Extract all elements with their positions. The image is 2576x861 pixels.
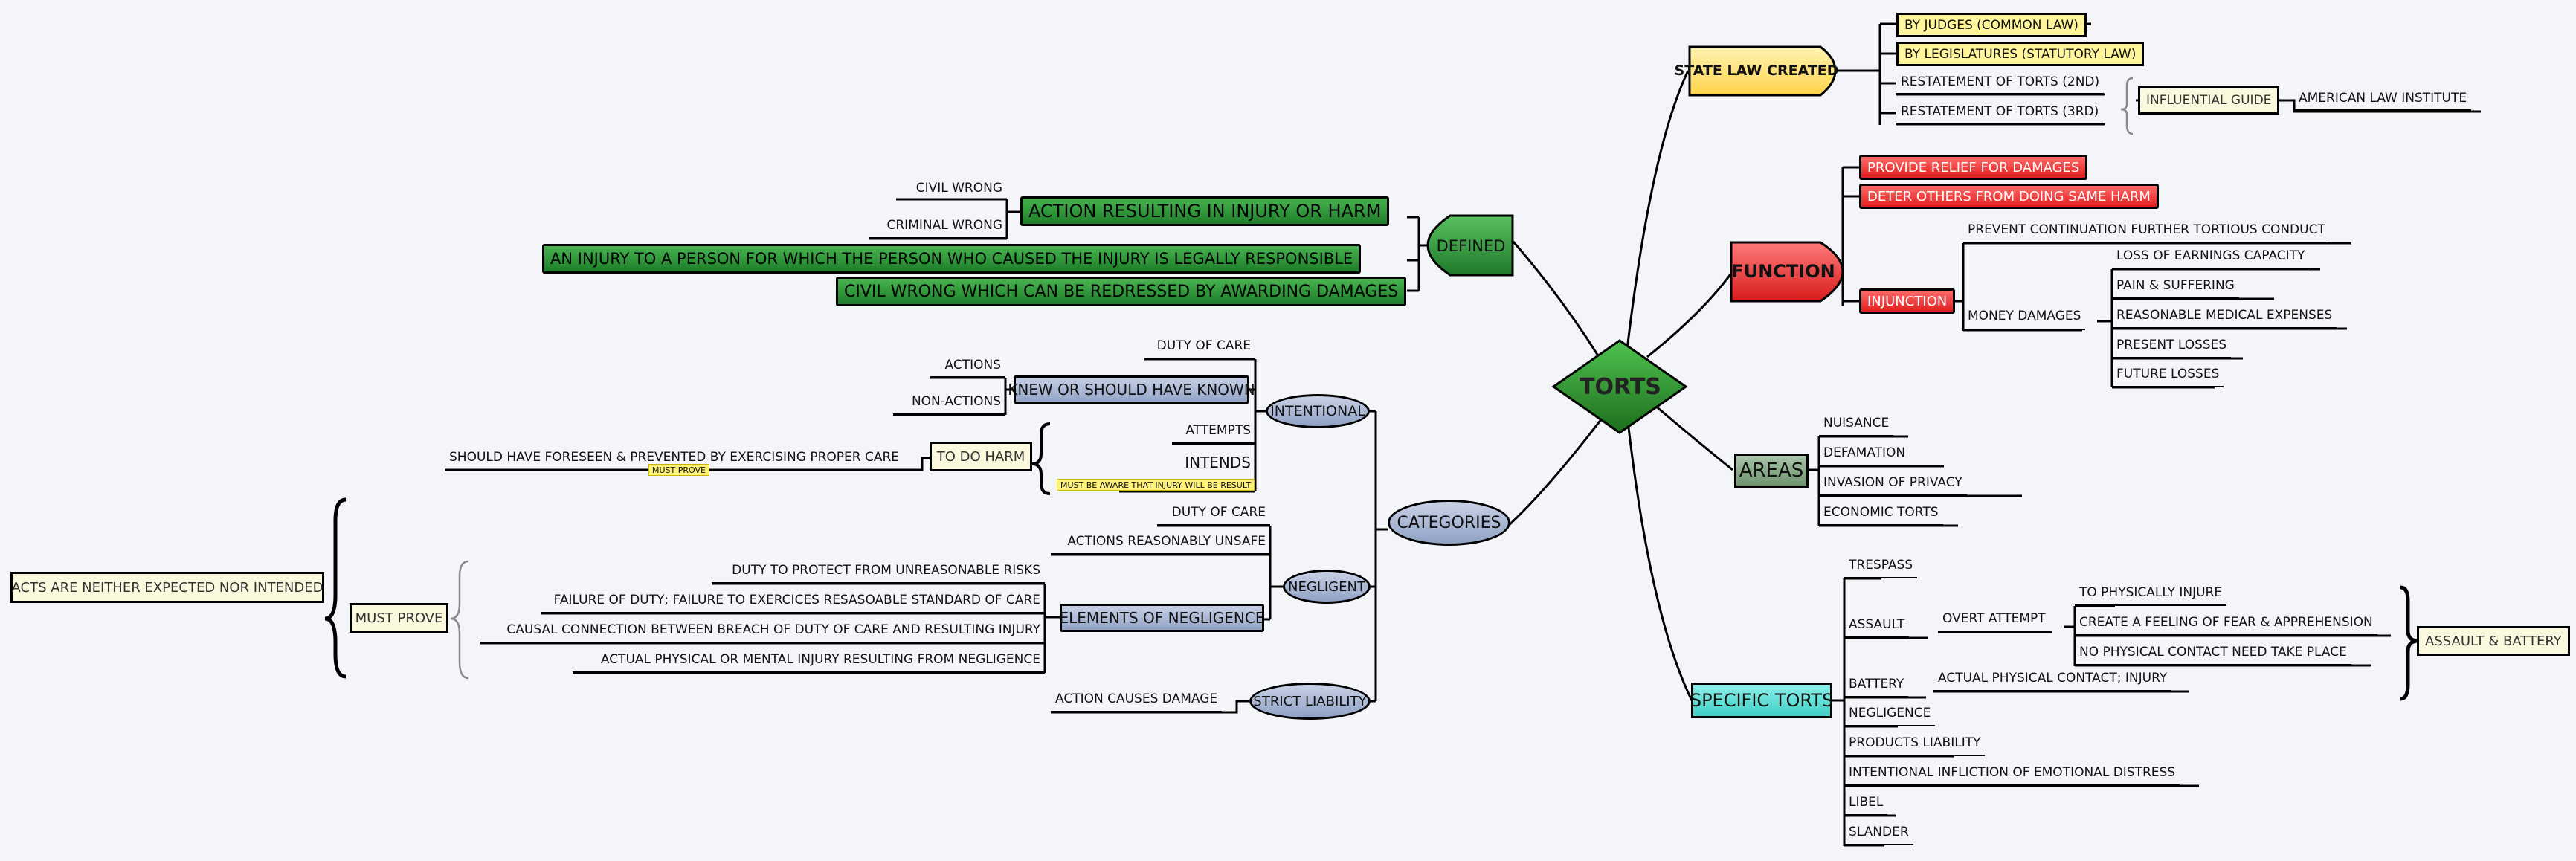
areas-item[interactable]: DEFAMATION — [1819, 443, 1910, 466]
must-prove-note: MUST PROVE — [648, 464, 709, 476]
assault-battery-box[interactable]: ASSAULT & BATTERY — [2417, 626, 2570, 656]
negligent-ellipse[interactable]: NEGLIGENT — [1283, 570, 1371, 604]
foreseen-item[interactable]: SHOULD HAVE FORESEEN & PREVENTED BY EXER… — [449, 450, 900, 465]
strict-liability-ellipse[interactable]: STRICT LIABILITY — [1249, 683, 1371, 720]
torts-center-diamond[interactable] — [1551, 339, 1688, 434]
specific-item-libel[interactable]: LIBEL — [1844, 793, 1888, 816]
element-item[interactable]: CAUSAL CONNECTION BETWEEN BREACH OF DUTY… — [480, 620, 1045, 643]
action-item-criminal[interactable]: CRIMINAL WRONG — [869, 216, 1007, 239]
areas-item[interactable]: ECONOMIC TORTS — [1819, 503, 1943, 526]
injunction-item-money[interactable]: MONEY DAMAGES — [1963, 306, 2086, 330]
specific-item-assault[interactable]: ASSAULT — [1844, 615, 1910, 638]
specific-torts-box[interactable]: SPECIFIC TORTS — [1690, 683, 1833, 718]
defined-label: DEFINED — [1436, 237, 1506, 255]
defined-item-action[interactable]: ACTION RESULTING IN INJURY OR HARM — [1020, 196, 1390, 226]
overt-item[interactable]: CREATE A FEELING OF FEAR & APPREHENSION — [2075, 613, 2377, 636]
specific-item-trespass[interactable]: TRESPASS — [1844, 555, 1918, 578]
knew-item-actions[interactable]: ACTIONS — [930, 355, 1005, 378]
negligent-item-unsafe[interactable]: ACTIONS REASONABLY UNSAFE — [1051, 532, 1270, 555]
to-do-harm-box[interactable]: TO DO HARM — [930, 442, 1032, 471]
money-damages-item[interactable]: LOSS OF EARNINGS CAPACITY — [2112, 246, 2310, 269]
function-shape[interactable] — [1730, 241, 1844, 303]
influential-guide-box[interactable]: INFLUENTIAL GUIDE — [2138, 86, 2280, 115]
function-item-relief[interactable]: PROVIDE RELIEF FOR DAMAGES — [1859, 155, 2088, 180]
intentional-item-duty[interactable]: DUTY OF CARE — [1144, 336, 1255, 359]
state-law-item[interactable]: BY JUDGES (COMMON LAW) — [1896, 13, 2087, 37]
aware-note: MUST BE AWARE THAT INJURY WILL BE RESULT — [1057, 479, 1255, 491]
state-law-item[interactable]: BY LEGISLATURES (STATUTORY LAW) — [1896, 42, 2145, 66]
specific-item-negligence[interactable]: NEGLIGENCE — [1844, 703, 1936, 726]
areas-item[interactable]: INVASION OF PRIVACY — [1819, 473, 1967, 496]
areas-box[interactable]: AREAS — [1734, 454, 1809, 488]
state-law-shape[interactable] — [1688, 45, 1837, 97]
money-damages-item[interactable]: PRESENT LOSSES — [2112, 335, 2232, 358]
areas-item[interactable]: NUISANCE — [1819, 413, 1894, 436]
specific-item-products[interactable]: PRODUCTS LIABILITY — [1844, 733, 1986, 756]
strict-item[interactable]: ACTION CAUSES DAMAGE — [1051, 689, 1223, 712]
knew-item-non-actions[interactable]: NON-ACTIONS — [893, 392, 1005, 415]
defined-shape[interactable] — [1426, 214, 1514, 277]
categories-ellipse[interactable]: CATEGORIES — [1388, 500, 1510, 546]
money-damages-item[interactable]: REASONABLE MEDICAL EXPENSES — [2112, 306, 2337, 329]
elements-box[interactable]: ELEMENTS OF NEGLIGENCE — [1060, 604, 1265, 632]
american-law-institute[interactable]: AMERICAN LAW INSTITUTE — [2294, 89, 2472, 111]
overt-item[interactable]: TO PHYSICALLY INJURE — [2075, 583, 2227, 606]
function-item-deter[interactable]: DETER OTHERS FROM DOING SAME HARM — [1859, 184, 2159, 209]
torts-label: TORTS — [1580, 373, 1661, 400]
acts-box[interactable]: ACTS ARE NEITHER EXPECTED NOR INTENDED — [10, 572, 324, 603]
element-item[interactable]: ACTUAL PHYSICAL OR MENTAL INJURY RESULTI… — [573, 650, 1045, 673]
action-item-civil[interactable]: CIVIL WRONG — [915, 180, 1002, 196]
specific-item-slander[interactable]: SLANDER — [1844, 822, 1913, 845]
overt-attempt[interactable]: OVERT ATTEMPT — [1938, 609, 2050, 632]
battery-item[interactable]: ACTUAL PHYSICAL CONTACT; INJURY — [1933, 668, 2172, 691]
state-law-item[interactable]: RESTATEMENT OF TORTS (2ND) — [1896, 73, 2105, 94]
state-law-label: STATE LAW CREATED — [1674, 62, 1839, 79]
specific-item-battery[interactable]: BATTERY — [1844, 674, 1909, 697]
defined-item-civil[interactable]: CIVIL WRONG WHICH CAN BE REDRESSED BY AW… — [836, 277, 1407, 306]
intentional-item-intends[interactable]: INTENDS — [1119, 454, 1255, 491]
function-label: FUNCTION — [1731, 261, 1835, 282]
function-item-injunction[interactable]: INJUNCTION — [1859, 288, 1956, 314]
injunction-item-prevent[interactable]: PREVENT CONTINUATION FURTHER TORTIOUS CO… — [1963, 220, 2330, 243]
element-item[interactable]: FAILURE OF DUTY; FAILURE TO EXERCICES RE… — [541, 590, 1045, 613]
must-prove-box[interactable]: MUST PROVE — [350, 603, 448, 633]
overt-item[interactable]: NO PHYSICAL CONTACT NEED TAKE PLACE — [2075, 642, 2351, 665]
knew-box[interactable]: KNEW OR SHOULD HAVE KNOWN — [1008, 375, 1255, 404]
specific-item-iied[interactable]: INTENTIONAL INFLICTION OF EMOTIONAL DIST… — [1844, 763, 2180, 786]
negligent-item-duty[interactable]: DUTY OF CARE — [1157, 503, 1270, 526]
state-law-item[interactable]: RESTATEMENT OF TORTS (3RD) — [1896, 103, 2104, 124]
defined-item-injury[interactable]: AN INJURY TO A PERSON FOR WHICH THE PERS… — [542, 244, 1362, 274]
intentional-item-attempts[interactable]: ATTEMPTS — [1172, 421, 1255, 444]
money-damages-item[interactable]: FUTURE LOSSES — [2112, 364, 2224, 387]
money-damages-item[interactable]: PAIN & SUFFERING — [2112, 276, 2239, 299]
intentional-ellipse[interactable]: INTENTIONAL — [1266, 394, 1370, 428]
element-item[interactable]: DUTY TO PROTECT FROM UNREASONABLE RISKS — [712, 561, 1045, 584]
